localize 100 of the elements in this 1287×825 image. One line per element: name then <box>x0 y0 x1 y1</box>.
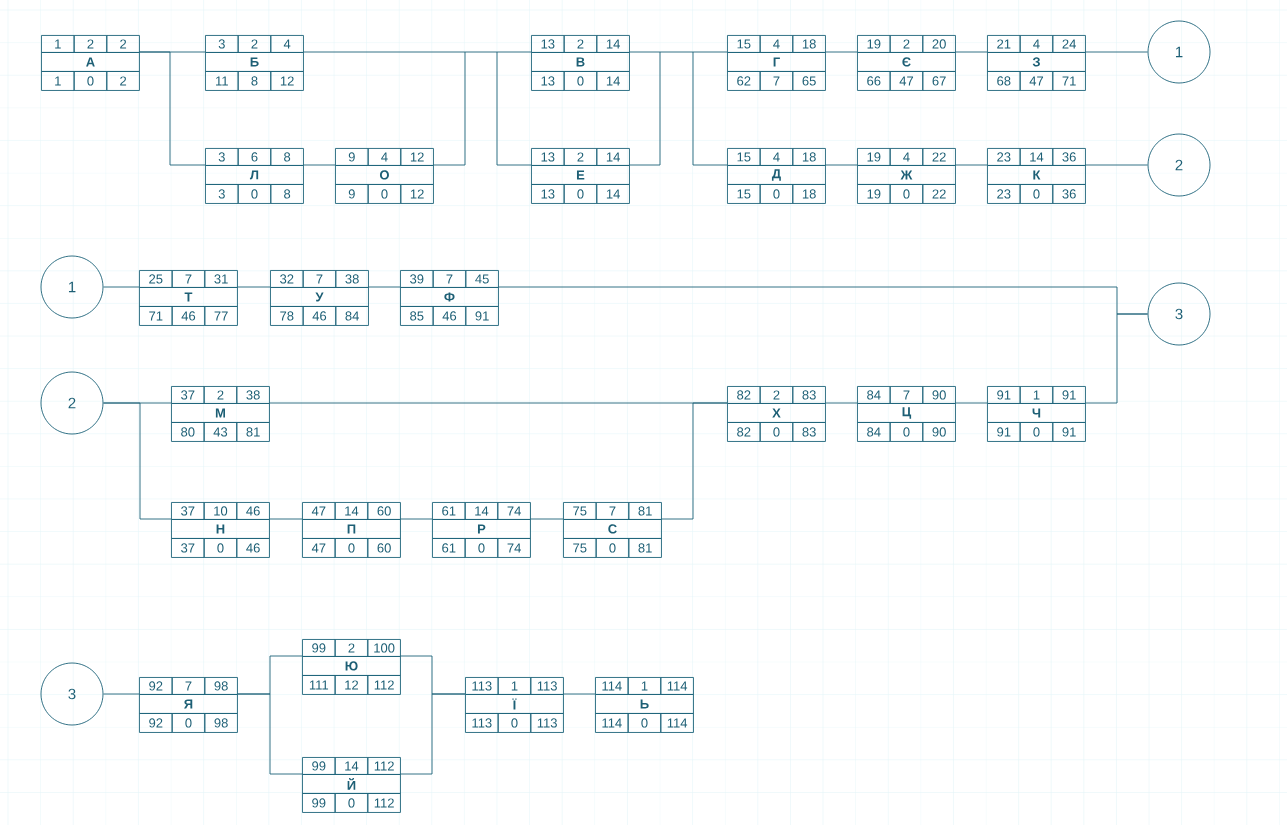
table-cell: 77 <box>204 306 238 326</box>
table-cell: 78 <box>270 306 304 326</box>
table-cell: 4 <box>889 148 924 166</box>
connector-line <box>236 693 303 775</box>
table-cell: 80 <box>171 422 205 442</box>
table-cell: 75 <box>563 502 597 520</box>
table-cell: 0 <box>759 422 794 442</box>
table-cell: 0 <box>237 184 272 204</box>
table-cell: 14 <box>334 757 369 775</box>
connector-line <box>1084 313 1148 404</box>
table-cell: 74 <box>497 502 531 520</box>
connector-line <box>464 51 498 53</box>
connector-line <box>529 518 564 520</box>
table-cell: 0 <box>73 71 108 91</box>
connector-line <box>954 164 988 166</box>
table-cell: А <box>41 52 140 72</box>
table-cell: 4 <box>1019 35 1054 53</box>
connector-line <box>660 402 728 520</box>
connector-line <box>628 51 661 53</box>
table-cell: 91 <box>465 306 499 326</box>
table-cell: 11 <box>205 71 239 91</box>
table-cell: 2 <box>73 35 108 53</box>
table-cell: 7 <box>889 386 924 404</box>
table-cell: 3 <box>205 35 239 53</box>
table-cell: 85 <box>400 306 434 326</box>
table-cell: Х <box>727 403 826 423</box>
table-cell: 84 <box>857 422 891 442</box>
table-cell: Й <box>302 774 401 794</box>
table-cell: 0 <box>563 71 598 91</box>
table-cell: 46 <box>302 306 337 326</box>
connector-line <box>824 164 858 166</box>
connector-line <box>103 402 172 520</box>
table-cell: 114 <box>595 713 629 733</box>
table-cell: 14 <box>1019 148 1054 166</box>
table-cell: 0 <box>334 793 369 813</box>
table-cell: 84 <box>857 386 891 404</box>
table-cell: 92 <box>139 677 173 695</box>
table-cell: 98 <box>204 713 238 733</box>
table-cell: Л <box>205 165 304 185</box>
table-cell: 0 <box>759 184 794 204</box>
table-cell: 9 <box>335 184 369 204</box>
table-cell: Б <box>205 52 304 72</box>
table-cell: 13 <box>531 71 565 91</box>
table-cell: 19 <box>857 184 891 204</box>
table-cell: 92 <box>139 713 173 733</box>
table-cell: 0 <box>563 184 598 204</box>
table-cell: 112 <box>367 675 401 695</box>
table-cell: 82 <box>727 386 761 404</box>
connector-line <box>824 402 858 404</box>
table-cell: Ц <box>857 403 956 423</box>
table-cell: 100 <box>367 639 401 657</box>
table-cell: 3 <box>205 184 239 204</box>
table-cell: 84 <box>335 306 369 326</box>
table-cell: 61 <box>432 538 466 558</box>
table-cell: 67 <box>922 71 956 91</box>
connector-line <box>432 51 466 166</box>
table-cell: 13 <box>531 184 565 204</box>
table-cell: 47 <box>302 538 336 558</box>
table-cell: 1 <box>41 71 75 91</box>
table-cell: 91 <box>1052 386 1086 404</box>
table-cell: 4 <box>270 35 304 53</box>
connector-line <box>399 518 433 520</box>
table-cell: Ь <box>595 694 694 714</box>
table-cell: 13 <box>531 148 565 166</box>
table-cell: 20 <box>922 35 956 53</box>
table-cell: 71 <box>139 306 173 326</box>
table-cell: 81 <box>628 538 662 558</box>
table-cell: 0 <box>171 713 206 733</box>
table-cell: 112 <box>367 757 401 775</box>
table-cell: 3 <box>205 148 239 166</box>
table-cell: 39 <box>400 270 434 288</box>
table-cell: 113 <box>465 713 499 733</box>
table-cell: 2 <box>889 35 924 53</box>
connector-line <box>1084 51 1148 53</box>
table-cell: 2 <box>334 639 369 657</box>
table-cell: Е <box>531 165 630 185</box>
table-cell: Р <box>432 519 531 539</box>
table-cell: 14 <box>464 502 499 520</box>
connector-line <box>692 51 728 53</box>
connector-line <box>496 51 532 53</box>
table-cell: 1 <box>627 677 662 695</box>
connector-line <box>824 51 858 53</box>
table-cell: 12 <box>400 148 434 166</box>
table-cell: 62 <box>727 71 761 91</box>
connector-line <box>302 51 466 53</box>
table-cell: 0 <box>595 538 630 558</box>
table-cell: 19 <box>857 35 891 53</box>
table-cell: 98 <box>204 677 238 695</box>
table-cell: 14 <box>596 184 630 204</box>
table-cell: В <box>531 52 630 72</box>
table-cell: 4 <box>367 148 402 166</box>
table-cell: 37 <box>171 502 205 520</box>
table-cell: 12 <box>400 184 434 204</box>
table-cell: 2 <box>106 71 140 91</box>
table-cell: Т <box>139 287 238 307</box>
table-cell: 4 <box>759 35 794 53</box>
table-cell: 114 <box>660 677 694 695</box>
table-cell: 18 <box>792 35 826 53</box>
table-cell: 2 <box>237 35 272 53</box>
table-cell: 2 <box>563 148 598 166</box>
